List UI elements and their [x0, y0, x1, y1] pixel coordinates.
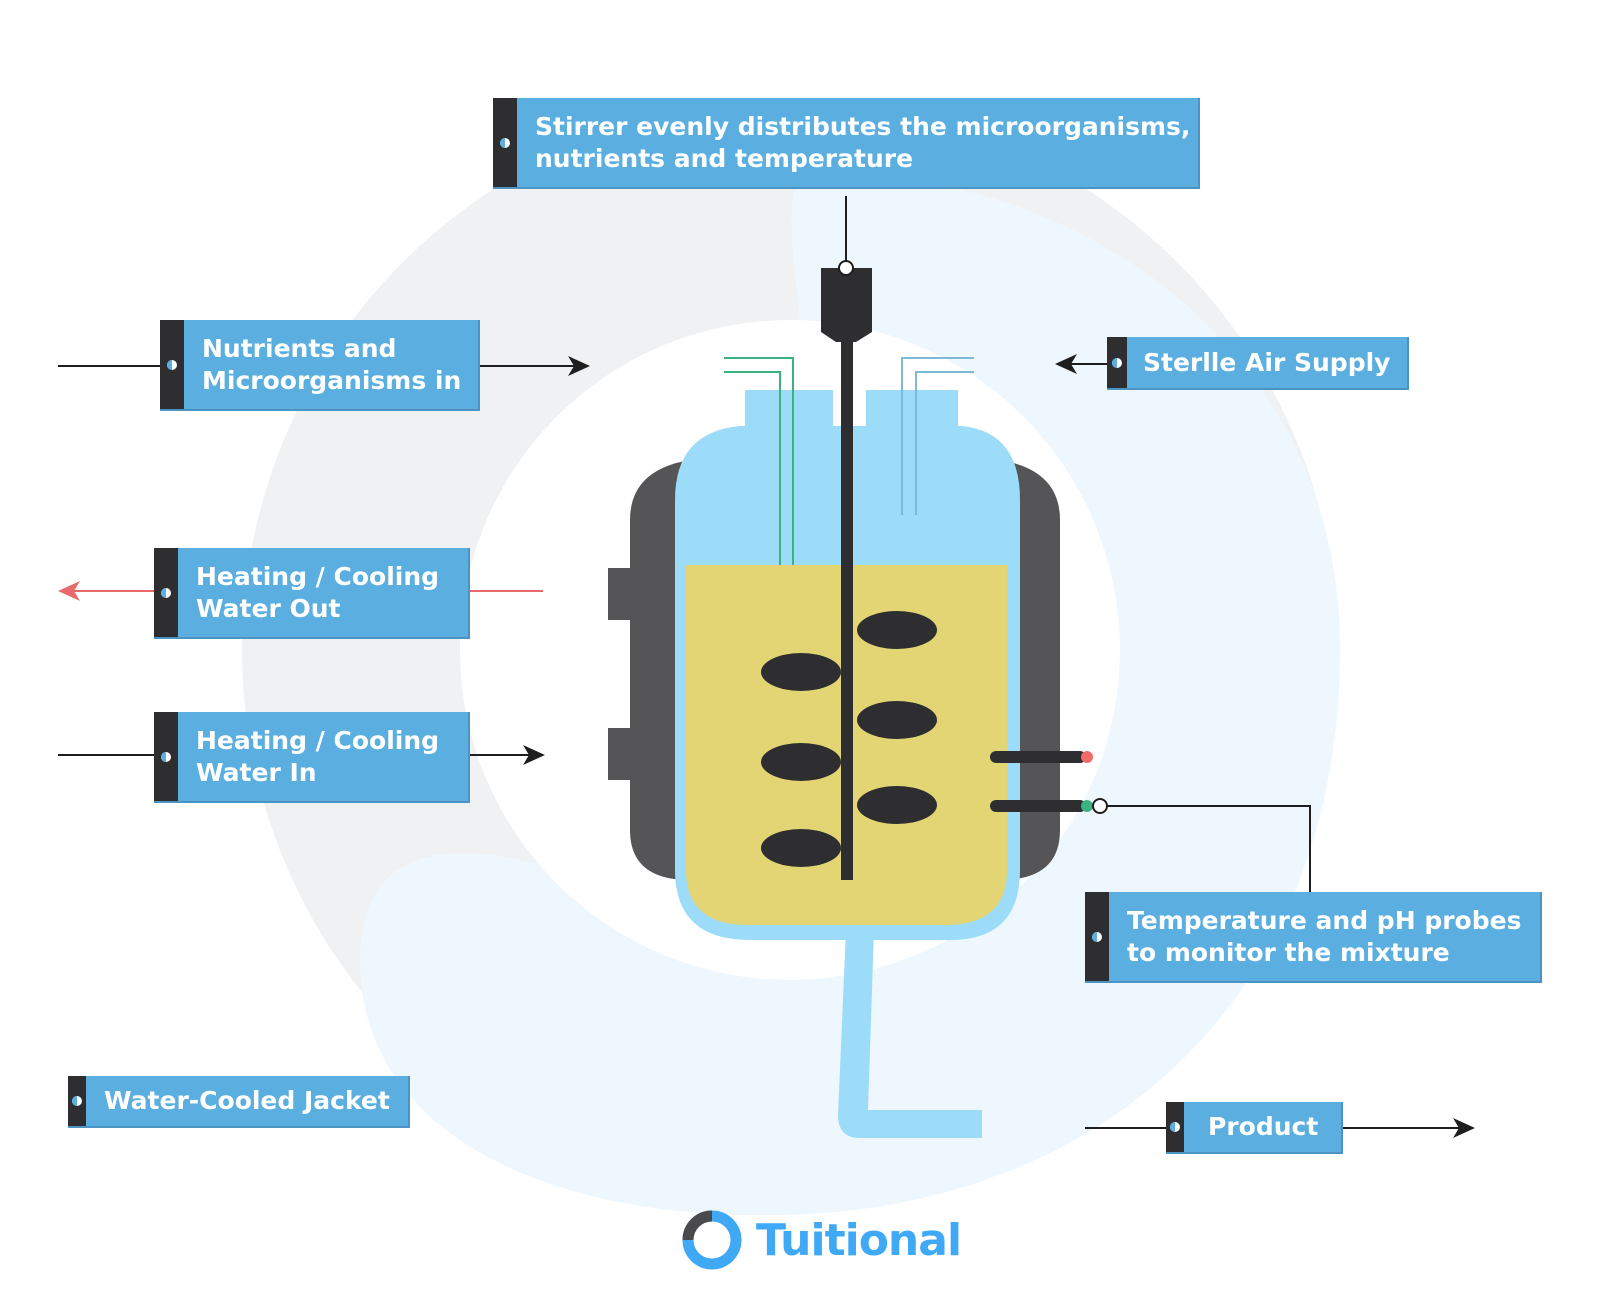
paddle: [761, 829, 841, 867]
water-in-label-line1: Heating / Cooling: [196, 725, 440, 755]
water-in-label: Heating / Cooling Water In: [154, 712, 470, 803]
water-out-label: Heating / Cooling Water Out: [154, 548, 470, 639]
label-tab: [1107, 337, 1127, 388]
label-dot-icon: [161, 751, 171, 762]
probe-leader-line: [1100, 805, 1311, 892]
temperature-probe: [990, 751, 1086, 763]
product-label: Product: [1166, 1102, 1343, 1154]
label-dot-icon: [1092, 931, 1102, 942]
label-tab: [1166, 1102, 1184, 1152]
stirrer-label: Stirrer evenly distributes the microorga…: [493, 98, 1200, 189]
arrows: [58, 354, 1475, 1138]
probes-label-line2: to monitor the mixture: [1127, 937, 1450, 967]
probes: [990, 751, 1311, 892]
air-supply-label-text: Sterlle Air Supply: [1143, 347, 1391, 377]
stirrer: [761, 196, 937, 880]
label-dot-icon: [1170, 1122, 1180, 1132]
brand-logo: Tuitional: [680, 1208, 962, 1272]
brand-name: Tuitional: [756, 1214, 962, 1266]
inlet-tubes: [724, 357, 794, 565]
paddle: [857, 701, 937, 739]
ph-probe: [990, 800, 1086, 812]
jacket-label-text: Water-Cooled Jacket: [104, 1086, 390, 1115]
probe-red-tip: [1081, 751, 1093, 763]
probe-connector-dot: [1092, 798, 1108, 814]
stirrer-connector-dot: [838, 260, 854, 276]
probes-label-line1: Temperature and pH probes: [1127, 905, 1522, 935]
stirrer-label-line1: Stirrer evenly distributes the microorga…: [535, 111, 1191, 141]
jacket-port-lower: [608, 728, 638, 780]
stirrer-motor: [821, 268, 872, 342]
label-tab: [68, 1076, 86, 1126]
label-tab: [160, 320, 184, 409]
water-out-label-line2: Water Out: [196, 593, 341, 623]
product-outlet-pipe: [838, 930, 982, 1138]
paddle: [857, 786, 937, 824]
stirrer-shaft: [841, 340, 853, 880]
label-dot-icon: [72, 1096, 82, 1106]
water-out-label-line1: Heating / Cooling: [196, 561, 440, 591]
label-dot-icon: [161, 587, 171, 598]
air-supply-label: Sterlle Air Supply: [1107, 337, 1409, 390]
label-dot-icon: [1112, 357, 1122, 368]
probe-green-tip: [1081, 800, 1093, 812]
label-tab: [154, 712, 178, 801]
nutrients-label: Nutrients and Microorganisms in: [160, 320, 480, 411]
water-in-label-line2: Water In: [196, 757, 317, 787]
air-tubes: [901, 357, 974, 515]
nutrients-label-line1: Nutrients and: [202, 333, 397, 363]
label-tab: [493, 98, 517, 187]
nutrients-label-line2: Microorganisms in: [202, 365, 462, 395]
label-dot-icon: [167, 359, 177, 370]
paddle: [761, 743, 841, 781]
jacket-port-upper: [608, 568, 638, 620]
label-tab: [154, 548, 178, 637]
tuitional-logo-icon: [682, 1210, 742, 1270]
paddle: [857, 611, 937, 649]
probes-label: Temperature and pH probes to monitor the…: [1085, 892, 1542, 983]
product-label-text: Product: [1208, 1112, 1319, 1141]
label-dot-icon: [500, 137, 510, 148]
paddle: [761, 653, 841, 691]
jacket-label: Water-Cooled Jacket: [68, 1076, 410, 1128]
stirrer-label-line2: nutrients and temperature: [535, 143, 914, 173]
label-tab: [1085, 892, 1109, 981]
